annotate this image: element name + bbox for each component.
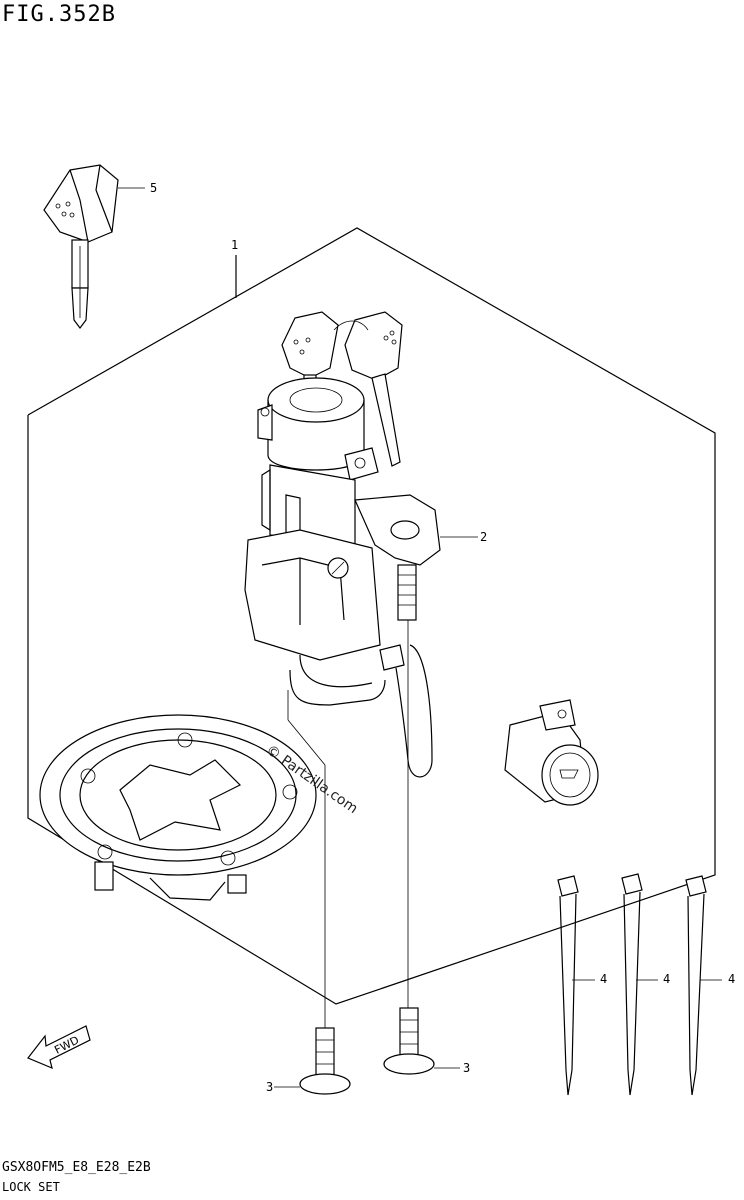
fuel-cap-base[interactable] [39, 714, 317, 901]
callout-3-left[interactable]: 3 [266, 1080, 274, 1094]
cable-tie-part-4-c[interactable] [685, 875, 722, 1096]
callout-1[interactable]: 1 [231, 238, 239, 252]
assembly-outline [27, 227, 716, 1005]
callout-4-a[interactable]: 4 [600, 972, 608, 986]
assembly-name: LOCK SET [2, 1180, 60, 1194]
ignition-switch-part-2[interactable] [244, 311, 478, 778]
fwd-arrow-icon: FWD [27, 1025, 91, 1070]
cable-tie-part-4-b[interactable] [621, 873, 658, 1096]
model-code: GSX8OFM5_E8_E28_E2B [2, 1160, 151, 1175]
cable-tie-part-4-a[interactable] [557, 875, 595, 1096]
callout-4-b[interactable]: 4 [663, 972, 671, 986]
seat-lock-cylinder[interactable] [504, 699, 599, 806]
callout-5[interactable]: 5 [150, 181, 158, 195]
callout-4-c[interactable]: 4 [728, 972, 736, 986]
screw-part-3-left[interactable] [274, 690, 351, 1095]
key-part-5[interactable] [43, 164, 145, 329]
fwd-label: FWD [52, 1034, 81, 1057]
figure-title: FIG.352B [2, 2, 116, 27]
callout-2[interactable]: 2 [480, 530, 488, 544]
callout-3-right[interactable]: 3 [463, 1061, 471, 1075]
screw-part-3-right[interactable] [383, 620, 460, 1075]
